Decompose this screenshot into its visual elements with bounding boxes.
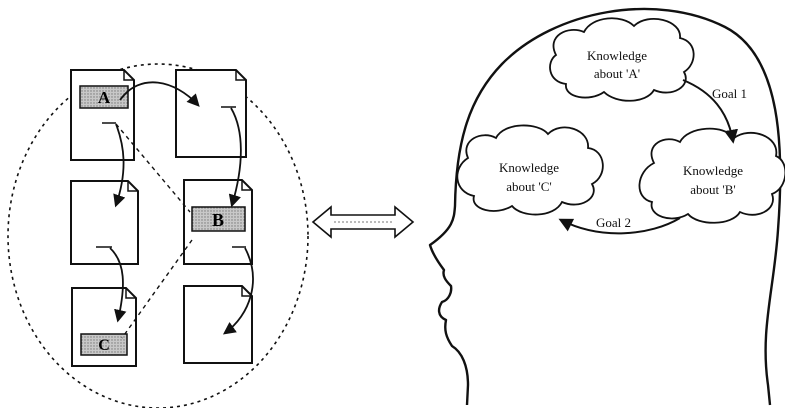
document-b-label: B xyxy=(212,210,224,230)
document-b-tag xyxy=(191,206,246,232)
link-arrow-a-to-top-right xyxy=(119,81,200,107)
knowledge-b-line2: about 'B' xyxy=(690,182,736,197)
goal-1-label: Goal 1 xyxy=(712,86,747,101)
document-a: A xyxy=(70,69,135,161)
document-b: B xyxy=(183,179,253,265)
link-arrow-mid-left-to-c xyxy=(109,247,127,323)
knowledge-c-line2: about 'C' xyxy=(506,179,552,194)
head-silhouette xyxy=(428,7,782,406)
link-arrow-b-to-bottom-right xyxy=(222,247,254,335)
knowledge-c-line1: Knowledge xyxy=(499,160,559,175)
goal-2-label: Goal 2 xyxy=(596,215,631,230)
goal-1-arrow xyxy=(682,79,738,144)
double-arrow-icon xyxy=(311,205,415,239)
knowledge-a-line1: Knowledge xyxy=(587,48,647,63)
knowledge-cloud-a: Knowledge about 'A' xyxy=(549,17,695,102)
document-mid-left xyxy=(70,180,139,265)
link-arrow-top-right-to-b xyxy=(228,107,242,208)
document-c-tag xyxy=(80,333,128,356)
document-c-label: C xyxy=(98,337,110,354)
document-top-right xyxy=(175,69,247,158)
goal-2-arrow xyxy=(558,217,681,235)
document-c: C xyxy=(71,287,137,367)
knowledge-cloud-b: Knowledge about 'B' xyxy=(638,127,785,224)
document-space-ellipse xyxy=(7,63,309,408)
knowledge-cloud-c: Knowledge about 'C' xyxy=(456,124,604,216)
knowledge-b-line1: Knowledge xyxy=(683,163,743,178)
document-a-tag xyxy=(79,85,129,109)
path-dashed-a-to-b xyxy=(115,123,191,213)
link-arrow-a-to-mid-left xyxy=(113,123,126,208)
document-a-label: A xyxy=(98,88,111,107)
knowledge-a-line2: about 'A' xyxy=(594,66,640,81)
document-bottom-right xyxy=(183,285,253,364)
